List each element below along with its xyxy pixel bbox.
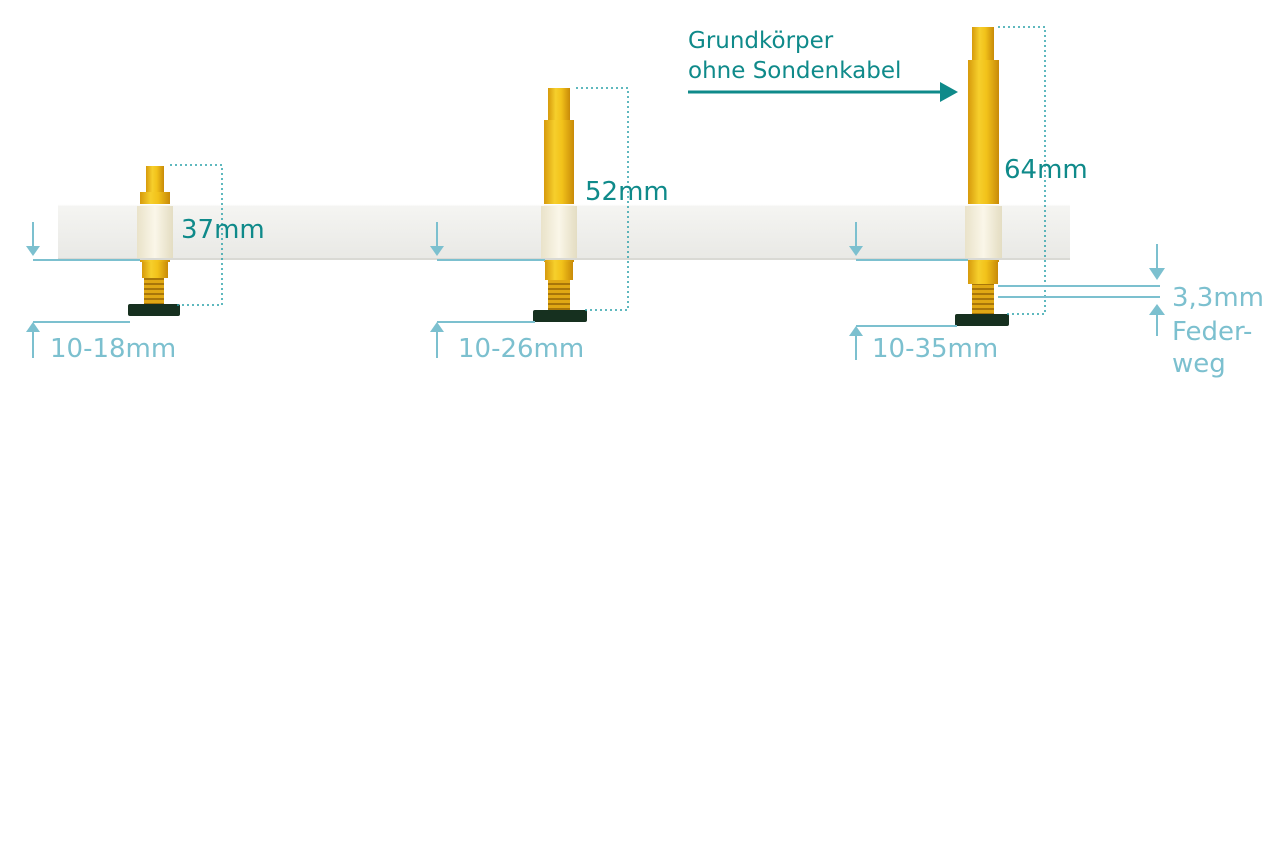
annotation-line-2: ohne Sondenkabel bbox=[688, 58, 902, 84]
probe-3-tip bbox=[955, 314, 1009, 326]
spring-travel-value: 3,3mm bbox=[1172, 283, 1265, 313]
probe-3-length: 64mm bbox=[1004, 155, 1088, 185]
length-brackets bbox=[170, 26, 1046, 315]
probe-2-length: 52mm bbox=[585, 177, 669, 207]
probe-1-tip bbox=[128, 304, 180, 316]
annotation-line-1: Grundkörper bbox=[688, 28, 834, 54]
spring-travel-label-1: Feder- bbox=[1172, 317, 1253, 347]
probe-3-collar bbox=[965, 206, 1002, 258]
probe-1-range: 10-18mm bbox=[50, 334, 177, 364]
probe-2-range: 10-26mm bbox=[458, 334, 585, 364]
range-markers bbox=[26, 222, 1165, 360]
spring-travel-label-2: weg bbox=[1172, 349, 1226, 379]
probe-3-range: 10-35mm bbox=[872, 334, 999, 364]
annotation-arrow bbox=[688, 82, 958, 102]
probe-1-collar bbox=[137, 206, 173, 258]
probe-2-tip bbox=[533, 310, 587, 322]
probe-1-length: 37mm bbox=[181, 215, 265, 245]
probe-3-body bbox=[955, 27, 1009, 326]
probe-2-collar bbox=[541, 206, 577, 258]
